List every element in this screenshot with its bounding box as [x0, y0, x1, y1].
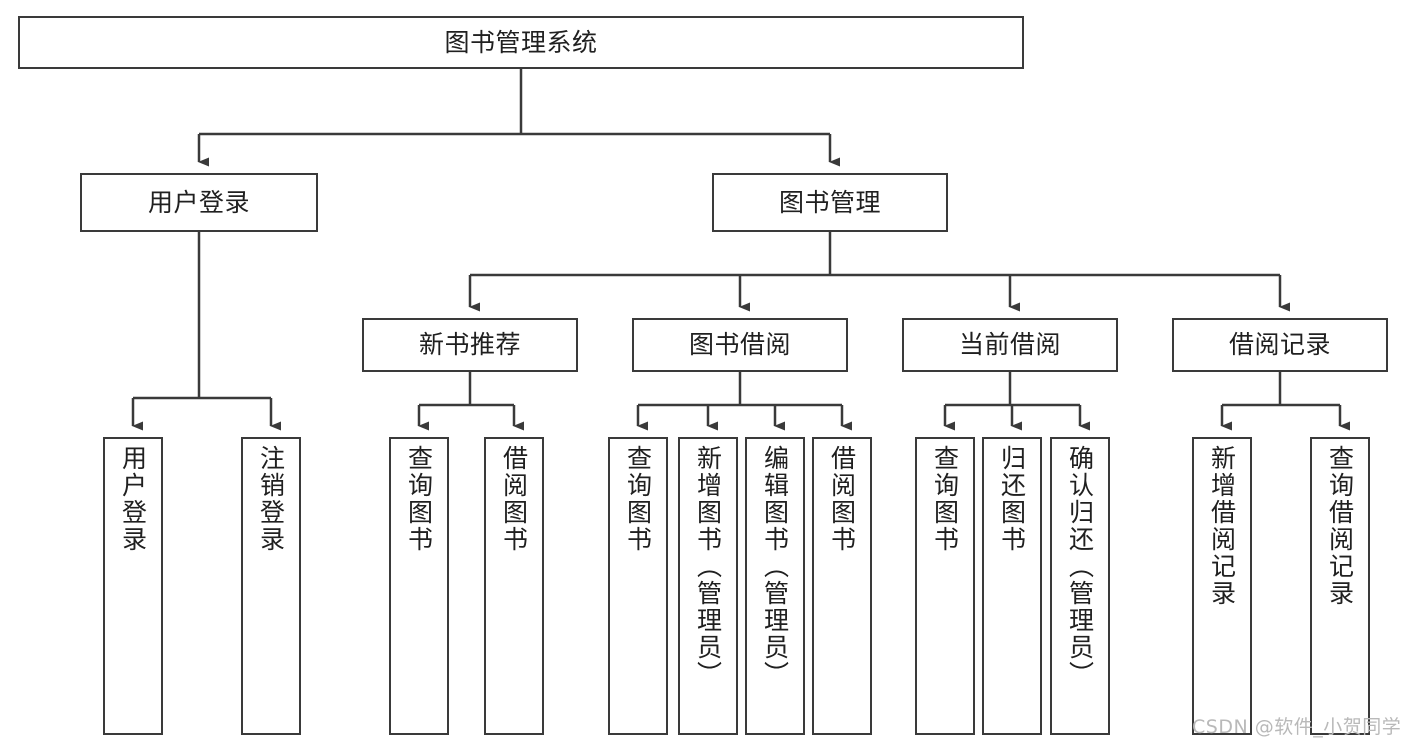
node-leaf-logout[interactable]: 注销登录: [241, 437, 301, 735]
node-current-borrow[interactable]: 当前借阅: [902, 318, 1118, 372]
node-book-borrow[interactable]: 图书借阅: [632, 318, 848, 372]
node-label-leaf-edit-book: 编辑图书（管理员）: [760, 445, 790, 688]
node-leaf-return-book[interactable]: 归还图书: [982, 437, 1042, 735]
node-label-leaf-logout: 注销登录: [256, 445, 286, 553]
node-leaf-borrow-book-1[interactable]: 借阅图书: [484, 437, 544, 735]
node-user-login[interactable]: 用户登录: [80, 173, 318, 232]
node-leaf-query-borrow-record[interactable]: 查询借阅记录: [1310, 437, 1370, 735]
node-root[interactable]: 图书管理系统: [18, 16, 1024, 69]
node-book-management[interactable]: 图书管理: [712, 173, 948, 232]
node-label-user-login: 用户登录: [147, 187, 250, 217]
node-label-borrow-record: 借阅记录: [1228, 330, 1331, 360]
node-label-leaf-add-book: 新增图书（管理员）: [693, 445, 723, 688]
node-label-leaf-query-book-3: 查询图书: [930, 445, 960, 553]
node-label-leaf-return-book: 归还图书: [997, 445, 1027, 553]
node-leaf-confirm-return[interactable]: 确认归还（管理员）: [1050, 437, 1110, 735]
node-new-book-recommend[interactable]: 新书推荐: [362, 318, 578, 372]
node-leaf-edit-book[interactable]: 编辑图书（管理员）: [745, 437, 805, 735]
node-label-root: 图书管理系统: [444, 27, 598, 57]
node-label-new-book-recommend: 新书推荐: [418, 330, 521, 360]
node-label-leaf-query-book-1: 查询图书: [404, 445, 434, 553]
node-leaf-borrow-book-2[interactable]: 借阅图书: [812, 437, 872, 735]
node-label-leaf-user-login: 用户登录: [118, 445, 148, 553]
node-leaf-query-book-2[interactable]: 查询图书: [608, 437, 668, 735]
node-leaf-query-book-3[interactable]: 查询图书: [915, 437, 975, 735]
node-label-leaf-query-book-2: 查询图书: [623, 445, 653, 553]
node-label-leaf-borrow-book-2: 借阅图书: [827, 445, 857, 553]
node-label-leaf-confirm-return: 确认归还（管理员）: [1065, 445, 1095, 688]
node-borrow-record[interactable]: 借阅记录: [1172, 318, 1388, 372]
node-label-leaf-add-borrow-record: 新增借阅记录: [1207, 445, 1237, 607]
node-label-leaf-query-borrow-record: 查询借阅记录: [1325, 445, 1355, 607]
node-label-current-borrow: 当前借阅: [958, 330, 1061, 360]
node-leaf-user-login[interactable]: 用户登录: [103, 437, 163, 735]
node-label-book-management: 图书管理: [778, 187, 881, 217]
node-leaf-add-borrow-record[interactable]: 新增借阅记录: [1192, 437, 1252, 735]
node-leaf-add-book[interactable]: 新增图书（管理员）: [678, 437, 738, 735]
node-leaf-query-book-1[interactable]: 查询图书: [389, 437, 449, 735]
node-label-book-borrow: 图书借阅: [688, 330, 791, 360]
node-label-leaf-borrow-book-1: 借阅图书: [499, 445, 529, 553]
